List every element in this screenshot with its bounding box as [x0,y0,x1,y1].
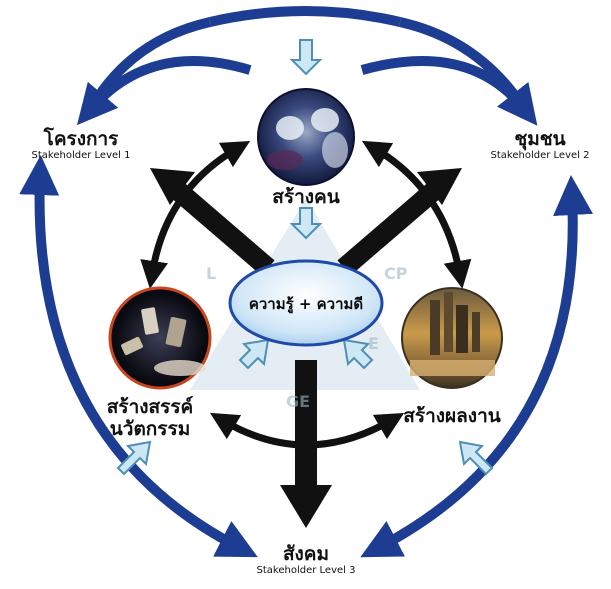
photo-innovation [110,288,210,388]
watermark-letter: L [206,264,216,283]
photo-build-people [258,89,354,185]
society-title: สังคม [230,543,382,565]
light-arrow-bottom-right [460,442,492,474]
performance-label: สร้างผลงาน [392,405,512,427]
center-label: ความรู้ + ความดี [230,292,382,316]
build-people-label: สร้างคน [250,186,362,208]
watermark-letter: GE [286,392,310,411]
community-node: ชุมชน Stakeholder Level 2 [470,128,610,162]
community-title: ชุมชน [470,128,610,150]
light-arrow-top [292,40,320,74]
outer-arrow-top-left [90,61,250,110]
community-level: Stakeholder Level 2 [470,150,610,162]
project-title: โครงการ [6,128,156,150]
innovation-line1: สร้างสรรค์ [90,396,210,418]
innovation-node: สร้างสรรค์ นวัตกรรม [90,396,210,440]
innovation-line2: นวัตกรรม [90,418,210,440]
society-level: Stakeholder Level 3 [230,565,382,577]
photo-performance [402,288,502,388]
watermark-letter: E [368,334,379,353]
project-level: Stakeholder Level 1 [6,150,156,162]
watermark-letter: CP [384,264,407,283]
outer-arc-top [210,11,400,22]
society-node: สังคม Stakeholder Level 3 [230,543,382,577]
project-node: โครงการ Stakeholder Level 1 [6,128,156,162]
black-arrow-head-society [280,485,332,528]
